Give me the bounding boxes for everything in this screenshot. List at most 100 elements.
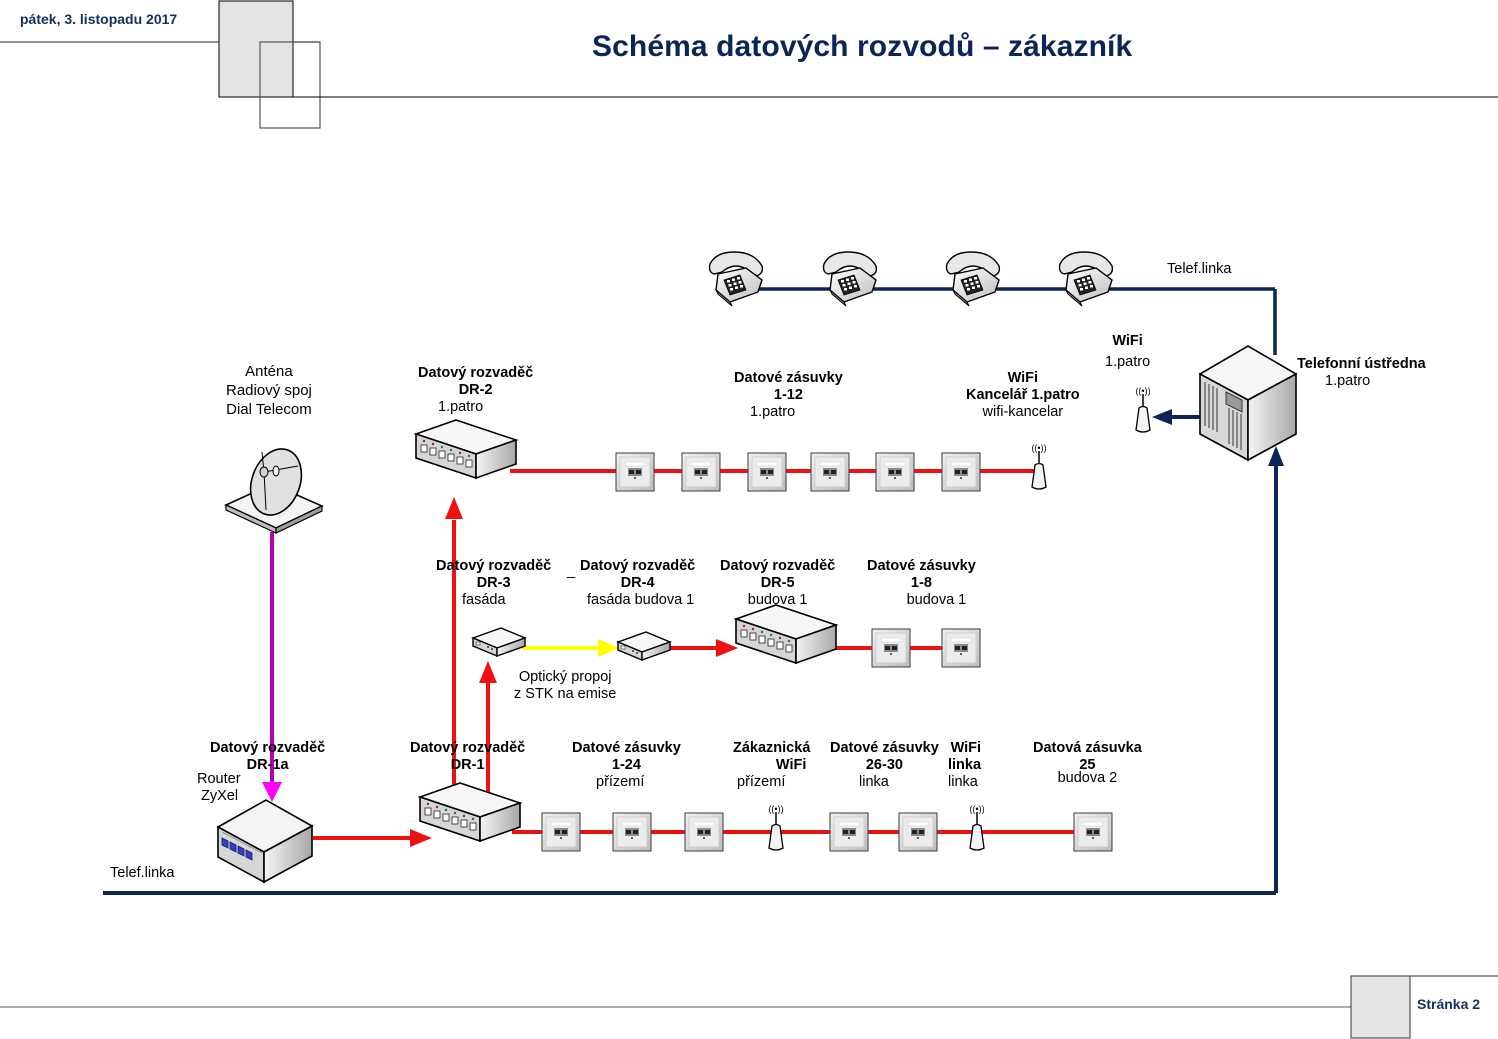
phone-line-top: [740, 287, 1277, 355]
network-socket-icon: [1073, 812, 1113, 852]
label-title: Telefonní ústředna: [1297, 356, 1426, 372]
telephone-icon: [708, 251, 764, 307]
network-socket-icon: [941, 628, 981, 668]
label-code: DR-2: [458, 382, 493, 398]
label-title: Zákaznická: [733, 740, 811, 756]
media-converter-icon: [472, 627, 526, 657]
wifi-access-point-icon: [767, 803, 785, 851]
label-wifi-kancelar: WiFi Kancelář 1.patro wifi-kancelar: [966, 370, 1080, 421]
label-wifi-zakaznicka: Zákaznická WiFi přízemí: [733, 740, 810, 791]
label-zasuvky-1-8: Datové zásuvky 1-8 budova 1: [867, 558, 976, 609]
label-telef-linka-bottom: Telef.linka: [110, 865, 175, 881]
page-number: Stránka 2: [1417, 996, 1481, 1012]
label-line1: Anténa: [245, 363, 293, 380]
label-dr2: Datový rozvaděč DR-2 1.patro: [418, 365, 533, 416]
data-line-dr1-dr2: [445, 497, 463, 790]
label-title: Datové zásuvky: [867, 558, 976, 574]
network-socket-icon: [875, 452, 915, 492]
label-sub: 1.patro: [438, 399, 484, 415]
label-sub: 1.patro: [1105, 354, 1151, 370]
label-sub: přízemí: [737, 774, 786, 790]
telephone-icon: [1058, 251, 1114, 307]
header-decoration: [0, 0, 1498, 129]
label-sub: budova 2: [1057, 770, 1118, 786]
label-title: Datový rozvaděč: [210, 740, 326, 756]
label-line2: z STK na emise: [514, 686, 617, 702]
label-line1: Optický propoj: [518, 669, 612, 685]
label-sub: budova 1: [906, 592, 967, 608]
network-socket-icon: [615, 452, 655, 492]
label-code: DR-5: [760, 575, 795, 591]
antenna-line: [262, 532, 282, 802]
label-zasuvky-1-12: Datové zásuvky 1-12 1.patro: [734, 370, 843, 421]
label-opticky-propoj: Optický propoj z STK na emise: [514, 669, 616, 703]
data-line-router-dr1: [313, 829, 432, 847]
label-code: 1-24: [611, 757, 641, 773]
label-title: Datové zásuvky: [830, 740, 939, 756]
label-wifi-ustredna: WiFi 1.patro: [1105, 333, 1150, 371]
router-icon: [216, 799, 314, 884]
label-title: Datový rozvaděč: [720, 558, 836, 574]
label-line3: Dial Telecom: [226, 401, 312, 418]
network-switch-icon: [415, 419, 517, 479]
label-title: Datové zásuvky: [572, 740, 681, 756]
label-dr1a: Datový rozvaděč DR-1a: [210, 740, 325, 774]
footer-decoration: [0, 975, 1498, 1039]
label-sub: linka: [859, 774, 889, 790]
label-dr4: Datový rozvaděč DR-4 fasáda budova 1: [580, 558, 695, 609]
label-sub: fasáda budova 1: [587, 592, 695, 608]
label-code: DR-4: [620, 575, 655, 591]
optical-line: [522, 639, 620, 657]
network-switch-icon: [735, 604, 837, 664]
label-sub: wifi-kancelar: [982, 404, 1064, 420]
network-socket-icon: [681, 452, 721, 492]
wifi-access-point-icon: [968, 803, 986, 851]
label-router: Router ZyXel: [197, 771, 241, 805]
label-title: Datová zásuvka: [1033, 740, 1142, 756]
label-title: WiFi: [950, 740, 982, 756]
label-code: DR-3: [476, 575, 511, 591]
label-title: Datové zásuvky: [734, 370, 843, 386]
label-telefonni-ustredna: Telefonní ústředna 1.patro: [1297, 356, 1426, 390]
label-sub: 1.patro: [1325, 373, 1371, 389]
network-socket-icon: [898, 812, 938, 852]
label-zasuvka-25: Datová zásuvka 25 budova 2: [1033, 740, 1142, 787]
label-title: Datový rozvaděč: [436, 558, 552, 574]
network-socket-icon: [541, 812, 581, 852]
label-sub: budova 1: [747, 592, 808, 608]
label-antenna: Anténa Radiový spoj Dial Telecom: [226, 362, 312, 419]
media-converter-icon: [617, 631, 671, 661]
label-title: Datový rozvaděč: [580, 558, 696, 574]
label-code: 25: [1079, 757, 1096, 773]
label-dash: _: [567, 563, 576, 579]
label-wifi-linka: WiFi linka linka: [948, 740, 981, 791]
label-code: 1-8: [910, 575, 932, 591]
satellite-dish-icon: [224, 448, 324, 534]
label-code: Kancelář 1.patro: [966, 387, 1080, 403]
telephone-icon: [822, 251, 878, 307]
label-zasuvky-1-24: Datové zásuvky 1-24 přízemí: [572, 740, 681, 791]
label-code: DR-1a: [246, 757, 289, 773]
network-socket-icon: [871, 628, 911, 668]
network-socket-icon: [810, 452, 850, 492]
network-socket-icon: [612, 812, 652, 852]
label-sub: fasáda: [462, 592, 506, 608]
label-sub: linka: [948, 774, 978, 790]
label-title: Datový rozvaděč: [410, 740, 526, 756]
pbx-server-icon: [1198, 345, 1298, 462]
network-socket-icon: [829, 812, 869, 852]
label-dr1: Datový rozvaděč DR-1: [410, 740, 525, 774]
wifi-access-point-icon: [1030, 442, 1048, 490]
label-line2: Radiový spoj: [226, 382, 312, 399]
label-code: 26-30: [865, 757, 903, 773]
label-telef-linka-top: Telef.linka: [1167, 261, 1232, 277]
data-line-dr1-dr3: [479, 661, 497, 806]
label-dr5: Datový rozvaděč DR-5 budova 1: [720, 558, 835, 609]
network-socket-icon: [941, 452, 981, 492]
label-code: DR-1: [450, 757, 485, 773]
label-code: linka: [948, 757, 982, 773]
wifi-access-point-icon: [1134, 385, 1152, 433]
page-date: pátek, 3. listopadu 2017: [20, 11, 178, 27]
network-switch-icon: [419, 782, 521, 842]
